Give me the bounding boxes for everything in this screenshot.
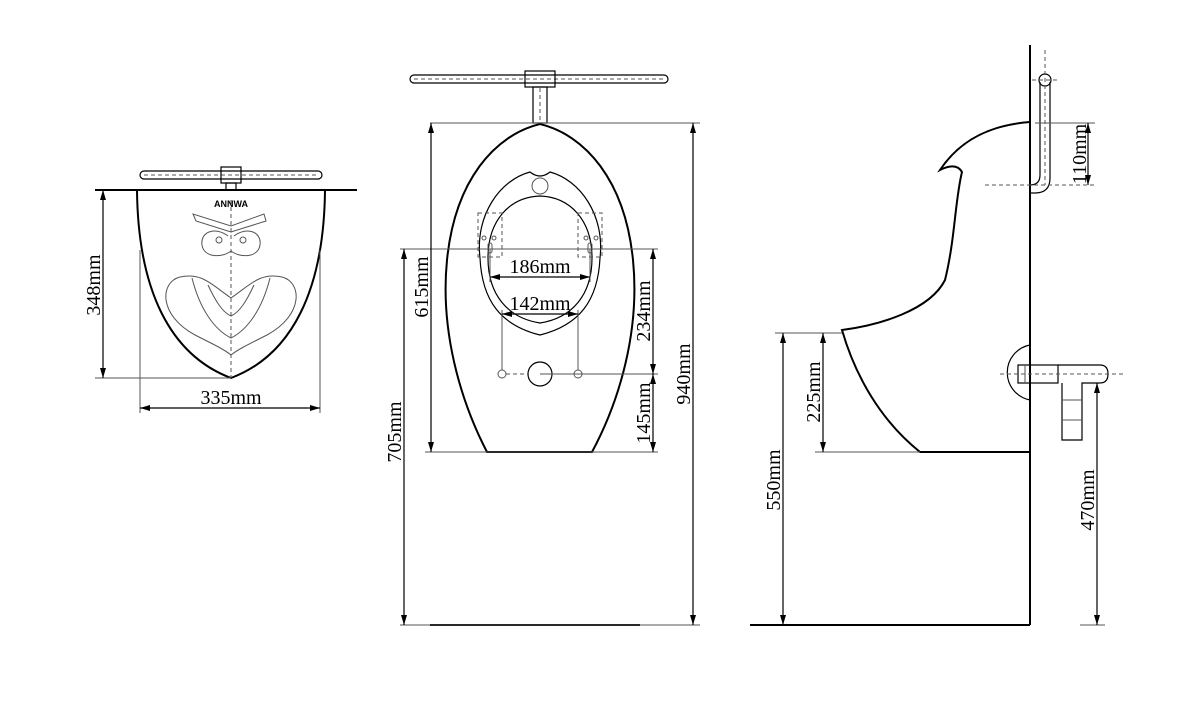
dim-234-label: 234mm	[633, 280, 655, 342]
large-front-view: 186mm 142mm 615mm 705mm 234mm 145mm 940m…	[384, 70, 700, 626]
dim-142-label: 142mm	[509, 293, 571, 315]
dim-348-label: 348mm	[83, 254, 105, 316]
dimension-940: 940mm	[673, 123, 696, 625]
dimension-225: 225mm	[803, 333, 826, 452]
dimension-615: 615mm	[411, 123, 434, 452]
urinal-outline	[444, 122, 636, 453]
drain-pipe	[1000, 364, 1125, 441]
supply-pipe	[409, 70, 669, 124]
side-view: 110mm 225mm 550mm 470mm	[750, 45, 1125, 626]
flush-inlet	[531, 177, 549, 195]
dim-186-label: 186mm	[509, 256, 571, 278]
dim-225-label: 225mm	[803, 361, 825, 423]
dim-940-label: 940mm	[673, 343, 695, 405]
dim-335-label: 335mm	[200, 387, 262, 409]
urinal-profile	[840, 121, 1031, 453]
dimension-110: 110mm	[1069, 123, 1091, 185]
dim-615-label: 615mm	[411, 256, 433, 318]
dimension-550: 550mm	[763, 333, 786, 625]
face-graphic	[165, 213, 297, 356]
dimension-470: 470mm	[1077, 383, 1100, 625]
dim-470-label: 470mm	[1077, 469, 1099, 531]
dim-705-label: 705mm	[384, 401, 406, 463]
dimension-348: 348mm	[83, 190, 231, 379]
dim-145-label: 145mm	[633, 382, 655, 444]
supply-pipe-side	[1029, 50, 1060, 194]
dimension-234: 234mm	[633, 249, 656, 374]
dimension-145: 145mm	[633, 374, 656, 452]
dimension-705: 705mm	[384, 249, 407, 625]
dim-550-label: 550mm	[763, 449, 785, 511]
brackets	[477, 212, 603, 258]
dimension-186: 186mm	[490, 256, 590, 280]
dimension-335: 335mm	[139, 250, 321, 413]
dim-110-label: 110mm	[1069, 123, 1091, 184]
supply-pipe	[139, 166, 323, 191]
outlet-socket	[1006, 344, 1031, 401]
brand-label: ANNWA	[214, 199, 248, 209]
bowl-rim	[478, 171, 602, 336]
dimension-142: 142mm	[502, 293, 578, 317]
small-front-view: ANNWA 348mm 335mm	[83, 166, 357, 413]
